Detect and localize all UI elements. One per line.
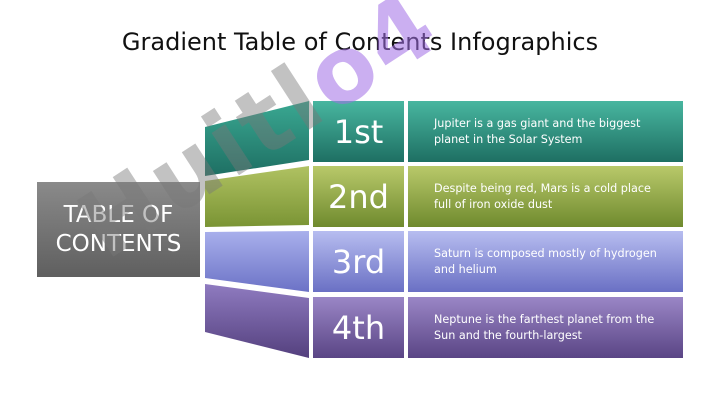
item-2-description: Despite being red, Mars is a cold place …	[408, 166, 683, 227]
rank-1: 1st	[313, 101, 404, 162]
wedge-1	[205, 101, 309, 176]
wedge-3	[205, 231, 309, 292]
wedge-2	[205, 166, 309, 227]
item-1-description: Jupiter is a gas giant and the biggest p…	[408, 101, 683, 162]
rank-2: 2nd	[313, 166, 404, 227]
wedge-4	[205, 284, 309, 358]
toc-label: TABLE OF CONTENTS	[55, 201, 182, 257]
rank-4: 4th	[313, 297, 404, 358]
item-3-description: Saturn is composed mostly of hydrogen an…	[408, 231, 683, 292]
item-4-description: Neptune is the farthest planet from the …	[408, 297, 683, 358]
table-of-contents-label-box: TABLE OF CONTENTS	[37, 182, 200, 277]
item-3-text: Saturn is composed mostly of hydrogen an…	[434, 246, 657, 276]
page-title: Gradient Table of Contents Infographics	[121, 28, 599, 56]
rank-3: 3rd	[313, 231, 404, 292]
item-1-text: Jupiter is a gas giant and the biggest p…	[434, 116, 641, 146]
item-2-text: Despite being red, Mars is a cold place …	[434, 181, 651, 211]
item-4-text: Neptune is the farthest planet from the …	[434, 312, 655, 342]
